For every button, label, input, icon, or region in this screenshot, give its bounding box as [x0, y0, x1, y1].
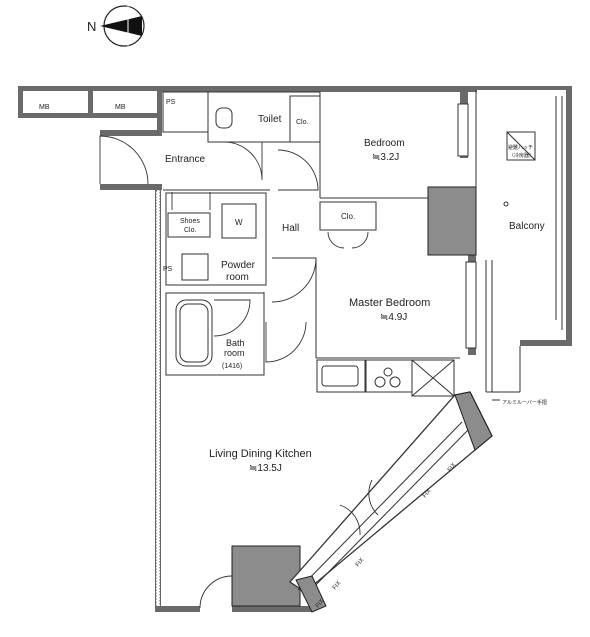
powder-room-label: Powder — [221, 260, 256, 271]
wall-top — [157, 86, 477, 92]
ps-label: PS — [166, 99, 176, 106]
hatch-cross — [506, 131, 536, 161]
hall-door[interactable] — [265, 321, 307, 363]
hatch-label: （冷房器） — [509, 152, 534, 159]
bottom-door[interactable] — [199, 575, 233, 609]
shoes-closet — [167, 212, 211, 238]
exterior-walls — [18, 86, 572, 612]
drain — [503, 201, 509, 207]
fix-label: FIX — [355, 557, 366, 568]
bedroom-door[interactable] — [277, 149, 319, 191]
ldk-area: ≒13.5J — [249, 463, 282, 474]
fix-label: FIX — [332, 580, 343, 591]
powder-sink — [181, 253, 209, 281]
diagonal-window-wall: FIX FIX FIX FIX FIX — [289, 391, 493, 613]
washer-label: W — [235, 218, 243, 227]
ps-label: PS — [163, 266, 173, 273]
master-bedroom-area: ≒4.9J — [380, 312, 407, 323]
window-line — [297, 421, 463, 591]
powder-room-door[interactable] — [213, 299, 251, 337]
wall-segment — [18, 86, 162, 91]
refrigerator-cross — [411, 359, 455, 397]
ldk-label: Living Dining Kitchen — [209, 448, 312, 460]
fix-label: FIX — [315, 598, 326, 609]
compass-needle — [100, 16, 142, 36]
stove-burner — [374, 376, 386, 388]
master-bedroom-label: Master Bedroom — [349, 297, 430, 309]
bedroom-window — [457, 103, 469, 157]
powder-room-label: room — [226, 272, 249, 283]
structural-pillar — [231, 545, 301, 607]
entrance-door[interactable] — [99, 135, 149, 185]
structural-pillar — [427, 186, 477, 256]
kitchen-sink-basin — [321, 365, 359, 387]
bath-room-label: Bath — [226, 338, 245, 348]
washer-box — [221, 203, 257, 239]
wall-segment — [18, 113, 162, 118]
shoes-closet-label: Shoes — [180, 218, 200, 225]
evacuation-hatch — [506, 131, 536, 161]
toilet-door[interactable] — [223, 141, 263, 181]
compass-north-label: N — [87, 19, 96, 34]
balcony-edge — [468, 86, 568, 90]
toilet-bowl — [215, 107, 233, 129]
fix-label: FIX — [447, 462, 458, 473]
kitchen-sink — [316, 359, 366, 393]
window-corner-pillar — [295, 575, 327, 613]
bedroom-area: ≒3.2J — [372, 152, 399, 163]
master-bedroom-door[interactable] — [271, 257, 317, 303]
wall-segment — [18, 86, 23, 118]
wall-segment — [88, 90, 93, 115]
window-door-swing — [368, 479, 379, 516]
closet-master-label: Clo. — [341, 212, 355, 221]
wall-insulation — [155, 189, 161, 611]
bath-size-label: (1416) — [222, 363, 242, 370]
master-closet-doors[interactable] — [327, 231, 369, 249]
bath-room-label: room — [224, 348, 245, 358]
stove-burner — [389, 376, 401, 388]
toilet-label: Toilet — [258, 114, 282, 125]
hall-label: Hall — [282, 223, 299, 234]
wall-segment — [155, 606, 200, 612]
compass: N — [87, 5, 145, 47]
balcony-edge — [566, 86, 572, 346]
wall-outline — [165, 192, 267, 286]
bathtub-inner — [179, 303, 209, 363]
shoes-closet-doors[interactable] — [171, 192, 211, 210]
wall-segment — [100, 130, 162, 136]
master-bedroom-window — [465, 261, 477, 349]
hatch-label: 避難ハッチ — [508, 144, 533, 151]
doors — [99, 135, 369, 609]
interior-walls — [162, 91, 460, 397]
mb-label: MB — [115, 104, 126, 111]
wall-segment — [232, 606, 312, 612]
fix-label: FIX — [422, 488, 433, 499]
balcony-railing — [475, 90, 563, 393]
bathtub — [175, 299, 213, 367]
bedroom-label: Bedroom — [364, 138, 405, 149]
wall-segment — [100, 184, 162, 190]
refrigerator-space — [411, 359, 455, 397]
closet-master — [319, 201, 377, 231]
balcony-edge — [520, 340, 572, 346]
railing-label: アルミルーバー手摺 — [502, 399, 547, 406]
window-door-swing — [339, 504, 361, 536]
shoes-closet-label: Clo. — [184, 227, 197, 234]
balcony-label: Balcony — [509, 221, 545, 232]
stove-burner — [383, 367, 393, 377]
wall-segment — [157, 86, 162, 132]
window-corner-pillar — [454, 391, 493, 451]
mb-label: MB — [39, 104, 50, 111]
toilet-closet-label: Clo. — [296, 119, 309, 126]
wall-outline — [162, 91, 209, 133]
entrance-label: Entrance — [165, 154, 205, 165]
window-line — [304, 427, 471, 597]
